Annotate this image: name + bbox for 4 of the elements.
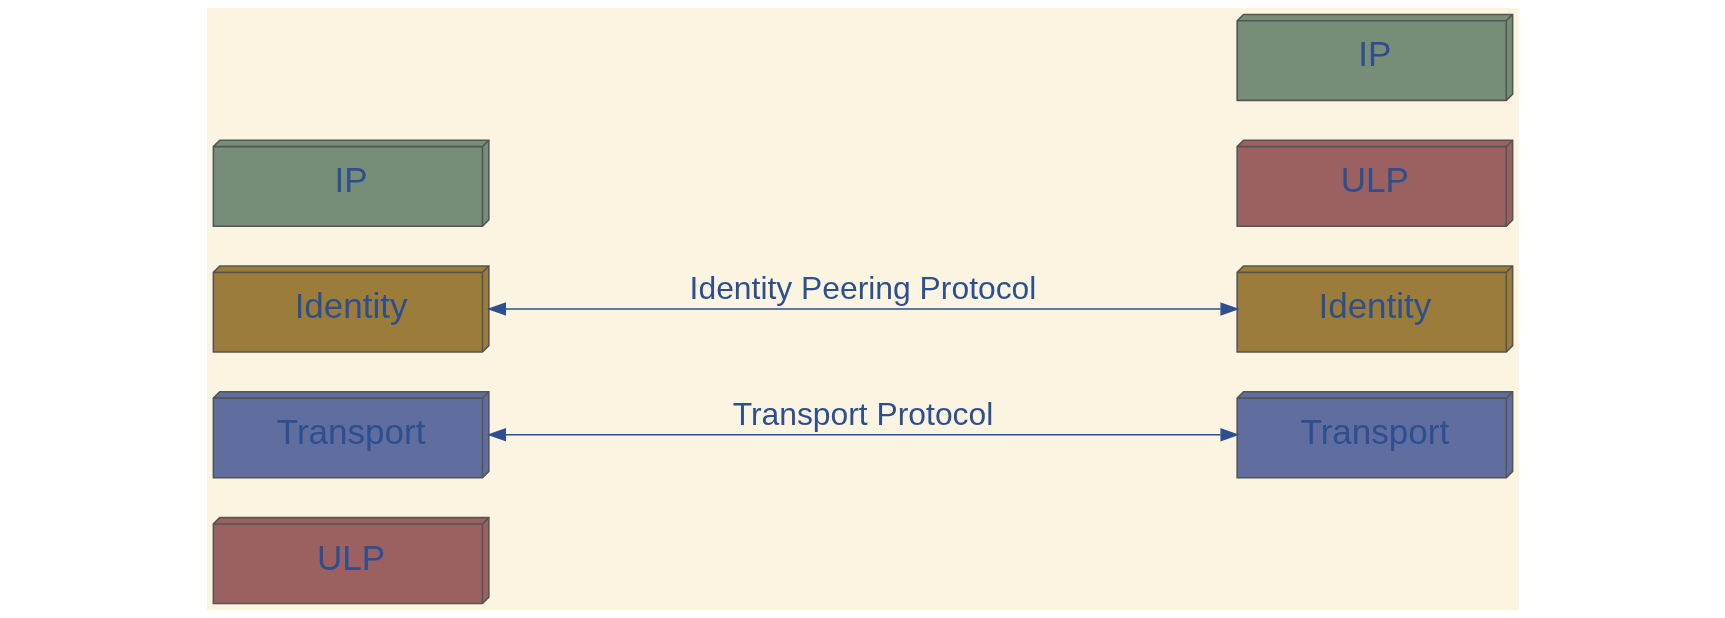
arrow [486,428,1240,442]
arrow [486,302,1240,316]
edge-label: Transport Protocol [732,396,993,433]
edge-label: Identity Peering Protocol [689,270,1036,307]
